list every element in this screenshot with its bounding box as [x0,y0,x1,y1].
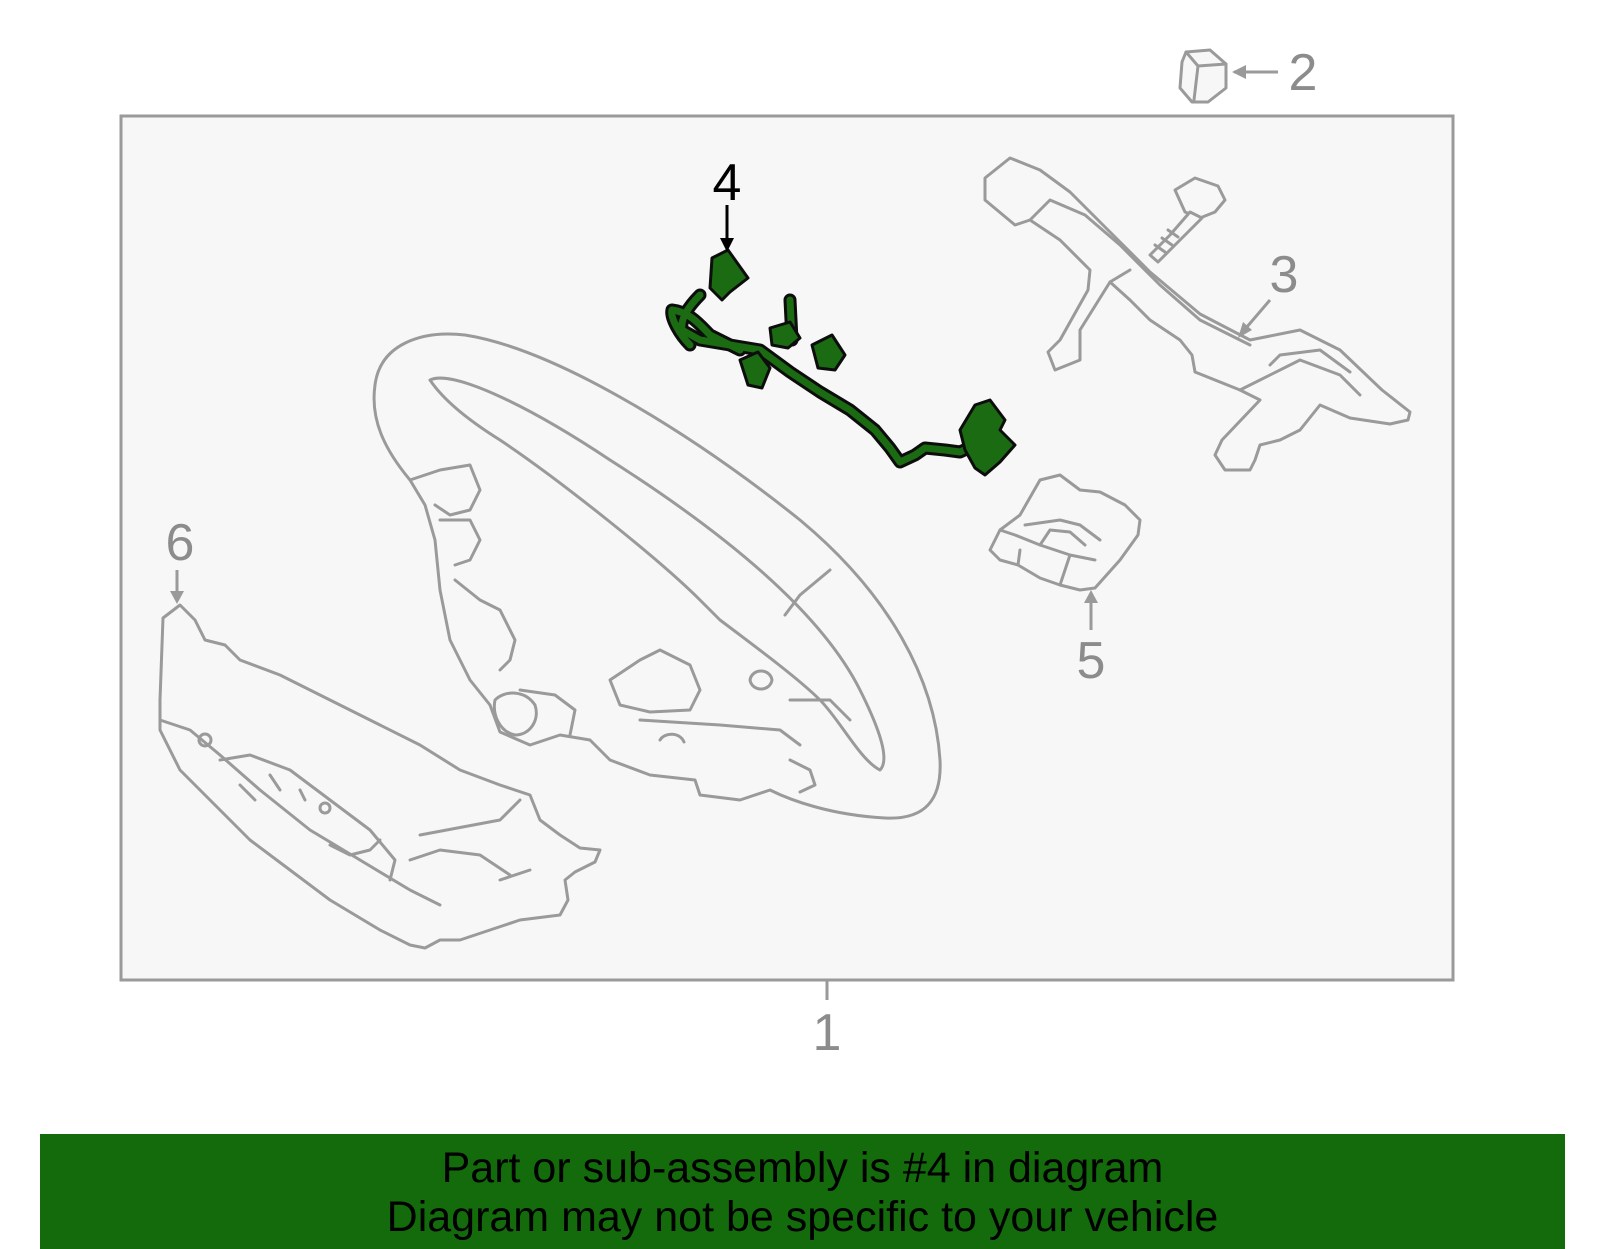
callout-5: 5 [1077,632,1106,690]
info-banner: Part or sub-assembly is #4 in diagram Di… [40,1134,1565,1249]
banner-line-disclaimer: Diagram may not be specific to your vehi… [386,1193,1219,1241]
callout-6-arrow [170,591,184,604]
callout-4-arrow [720,238,734,252]
callout-6: 6 [166,514,195,572]
callout-5-arrow [1084,590,1098,603]
trim-cover-part[interactable] [983,156,1412,472]
callout-4: 4 [713,154,742,212]
lower-cover-part[interactable] [158,603,602,950]
callout-2-arrow [1232,65,1246,79]
switch-module-part[interactable] [988,473,1142,592]
nut-part[interactable] [1178,48,1228,104]
callout-2: 2 [1289,44,1318,102]
wiring-harness-part[interactable] [665,248,1017,477]
callout-1: 1 [813,1004,842,1062]
banner-line-part-number: Part or sub-assembly is #4 in diagram [441,1144,1164,1192]
steering-wheel-part[interactable] [372,332,942,820]
callout-3: 3 [1270,246,1299,304]
callout-3-arrow [1238,322,1252,338]
bolt-part[interactable] [1148,176,1227,264]
